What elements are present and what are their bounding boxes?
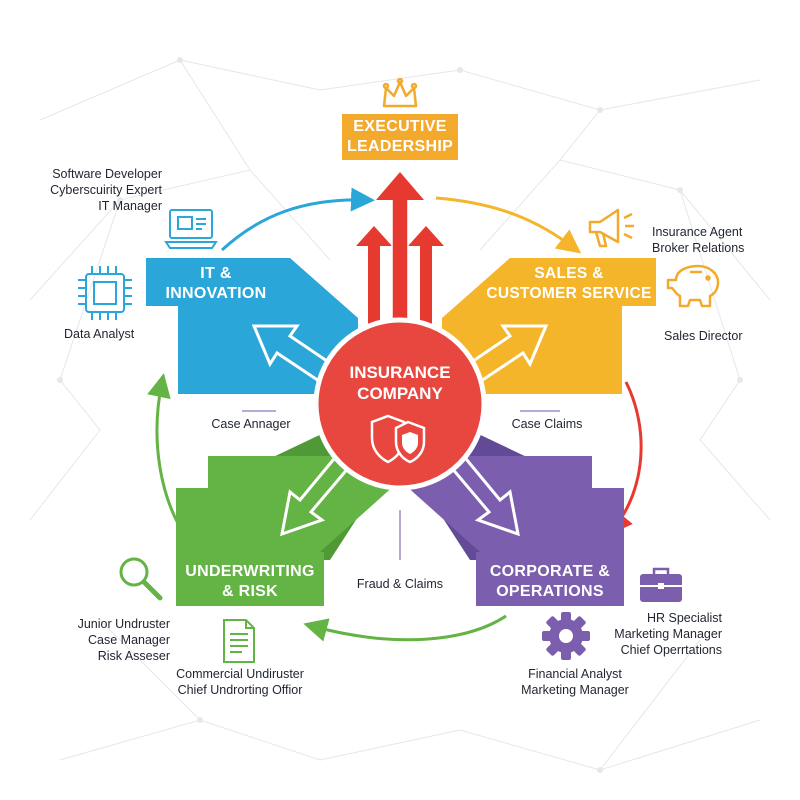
it-heading-line2: INNOVATION: [165, 285, 267, 302]
connector-divider-right: [520, 410, 560, 412]
chip-icon: [78, 266, 132, 320]
executive-line2: LEADERSHIP: [346, 138, 454, 155]
underwriting-heading-line1: UNDERWRITING: [185, 563, 315, 580]
role-label: HR Specialist: [646, 611, 722, 625]
role-label: Case Manager: [88, 633, 170, 647]
magnifier-icon: [119, 557, 163, 601]
cycle-arrow-corp-to-uw: [303, 614, 507, 642]
executive-line1: EXECUTIVE: [353, 118, 447, 135]
megaphone-icon: [588, 208, 634, 248]
connector-label-bottom: Fraud & Claims: [356, 577, 444, 591]
growth-arrows: [356, 172, 444, 340]
it-roles-list: Software Developer Cybersсuirity Expert …: [20, 166, 162, 214]
role-label: Chief Operrtations: [620, 643, 722, 657]
document-icon: [223, 619, 255, 663]
sales-heading-line1: SALES &: [534, 265, 604, 282]
role-sales-director: Sales Director: [664, 329, 743, 343]
uw-roles-list: Junior Undruster Case Manager Risk Asses…: [40, 616, 170, 664]
corporate-heading-line2: OPERATIONS: [496, 583, 604, 600]
background-nodes: [57, 57, 743, 773]
sales-heading-line2: CUSTOMER SERVICE: [486, 285, 652, 302]
connector-label-right: Case Claims: [511, 417, 583, 431]
it-heading-line1: IT &: [200, 265, 232, 282]
role-label: IT Manager: [98, 199, 162, 213]
executive-leadership-box[interactable]: EXECUTIVE LEADERSHIP: [342, 114, 458, 160]
role-label: Chief Undrorting Offior: [177, 683, 303, 697]
corporate-heading: CORPORATE & OPERATIONS: [476, 562, 624, 602]
cycle-arrow-it-to-exec: [220, 187, 375, 252]
gear-icon: [542, 612, 590, 660]
uw-senior-roles-list: Commercial Undiruster Chief Undrorting O…: [160, 666, 320, 698]
sales-roles-list: Insurance Agent Broker Relations: [652, 224, 744, 256]
role-label: Financial Analyst: [528, 667, 622, 681]
growth-arrows-outline: [391, 200, 409, 340]
role-label: Risk Asseser: [97, 649, 170, 663]
cycle-arrow-exec-to-sales: [435, 196, 582, 254]
laptop-icon: [164, 209, 218, 249]
role-label: Cybersсuirity Expert: [50, 183, 162, 197]
underwriting-heading: UNDERWRITING & RISK: [176, 562, 324, 602]
role-label: Commercial Undiruster: [176, 667, 304, 681]
role-label: Insurance Agent: [652, 225, 743, 239]
role-label: Junior Undruster: [77, 617, 170, 631]
role-data-analyst: Data Analyst: [64, 327, 135, 341]
briefcase-icon: [640, 567, 682, 602]
center-circle[interactable]: [313, 317, 487, 491]
piggy-bank-icon: [666, 264, 720, 308]
corporate-heading-line1: CORPORATE &: [489, 563, 611, 580]
shield-icon: [370, 414, 426, 464]
connector-divider-bottom: [399, 510, 401, 560]
center-title: INSURANCE COMPANY: [330, 362, 470, 404]
sales-heading: SALES & CUSTOMER SERVICE: [480, 264, 658, 304]
role-label: Marketing Manager: [614, 627, 722, 641]
corp-roles-list: HR Specialist Marketing Manager Chief Op…: [600, 610, 722, 658]
role-label: Marketing Manager: [521, 683, 629, 697]
corp-analyst-roles-list: Financial Analyst Marketing Manager: [500, 666, 650, 698]
center-title-line2: COMPANY: [357, 384, 443, 403]
underwriting-heading-line2: & RISK: [221, 583, 279, 600]
it-heading: IT & INNOVATION: [146, 264, 286, 304]
role-label: Broker Relations: [652, 241, 745, 255]
crown-icon: [382, 77, 418, 108]
connector-label-left: Case Annager: [211, 417, 291, 431]
center-title-line1: INSURANCE: [349, 363, 451, 382]
background-network: [29, 59, 771, 771]
role-label: Software Developer: [52, 167, 162, 181]
connector-divider-left: [242, 410, 276, 412]
